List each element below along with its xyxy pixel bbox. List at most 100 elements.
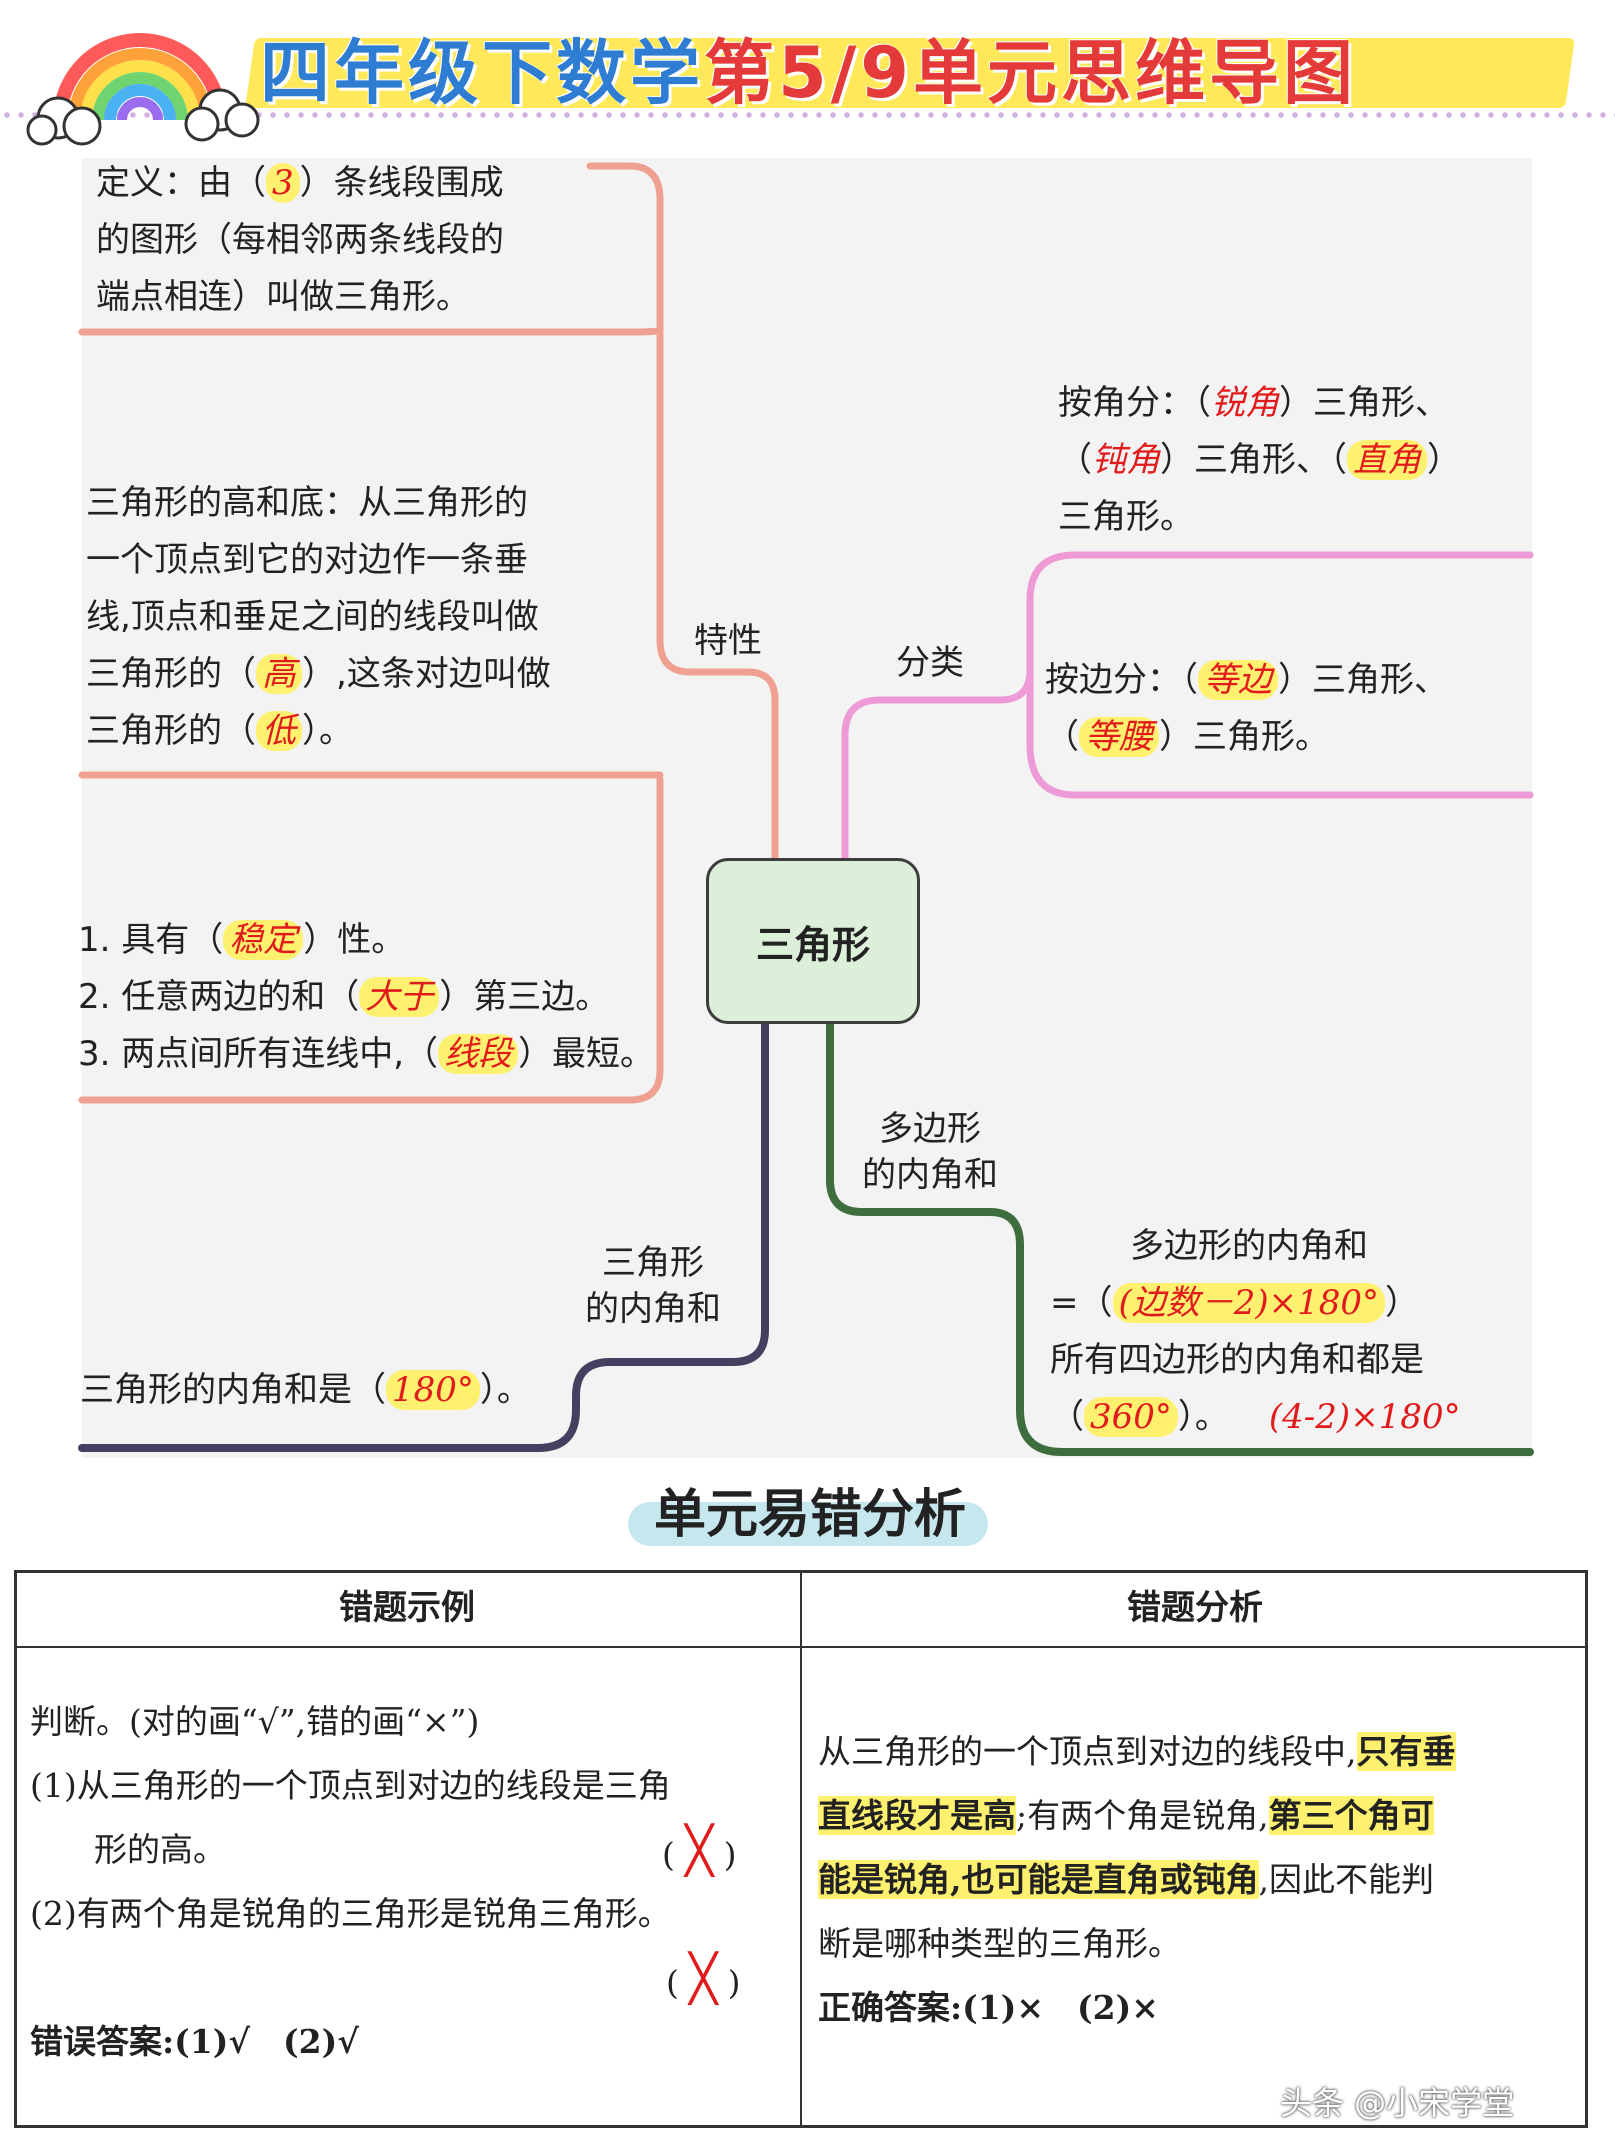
text-line: 多边形的内角和: [1130, 1226, 1368, 1266]
bracket: (: [662, 1835, 675, 1874]
text: 从三角形的一个顶点到对边的线段中,: [818, 1732, 1357, 1771]
table-cell-examples: 判断。(对的画“√”,错的画“×”) (1)从三角形的一个顶点到对边的线段是三角…: [30, 1690, 790, 2074]
text-line: （等腰）三角形。: [1045, 709, 1448, 766]
mindmap-panel: [82, 158, 1532, 1458]
node-triangle-angle-sum: 三角形的内角和是（180°）。: [80, 1362, 531, 1419]
text: ）。: [479, 1370, 531, 1410]
highlight-text: 能是锐角,也可能是直角或钝角: [818, 1860, 1259, 1899]
branch-label-line: 三角形: [602, 1243, 704, 1283]
analysis-line: 从三角形的一个顶点到对边的线段中,只有垂: [818, 1720, 1578, 1784]
text-line: 三角形。: [1058, 497, 1194, 537]
table-header-analysis: 错题分析: [1127, 1588, 1263, 1628]
text: 定义：由（: [96, 163, 266, 203]
node-definition: 定义：由（3）条线段围成 的图形（每相邻两条线段的 端点相连）叫做三角形。: [96, 155, 504, 326]
answer: 大于: [359, 977, 440, 1017]
branch-label-traits: 特性: [694, 621, 762, 661]
answer: 等边: [1198, 660, 1278, 700]
analysis-line: 能是锐角,也可能是直角或钝角,因此不能判: [818, 1848, 1578, 1912]
title-part-grade: 四年级下数学: [260, 32, 704, 114]
analysis-line: 断是哪种类型的三角形。: [818, 1924, 1181, 1963]
answer: 低: [256, 711, 302, 751]
text-line: 一个顶点到它的对边作一条垂: [86, 540, 528, 580]
section-title-highlight: [628, 1502, 988, 1546]
text: ）性。: [303, 920, 406, 960]
answer: 360°: [1084, 1397, 1178, 1437]
text: 三角形的（: [86, 711, 256, 751]
question-1-line-1: (1)从三角形的一个顶点到对边的线段是三角: [30, 1766, 671, 1805]
text: （: [1058, 440, 1092, 480]
text-line: 的图形（每相邻两条线段的: [96, 220, 504, 260]
text-line: 线,顶点和垂足之间的线段叫做: [86, 597, 539, 637]
polygon-sum-connector: [826, 1016, 1534, 1456]
question-1-line-2: 形的高。 ( ╳ ): [30, 1818, 790, 1882]
table-divider-vertical: [800, 1570, 802, 2128]
dotted-divider: [0, 112, 1615, 118]
cross-mark-icon: ╳: [685, 1823, 714, 1877]
text-line: 2. 任意两边的和（大于）第三边。: [78, 969, 654, 1026]
table-divider-horizontal: [14, 1646, 1588, 1648]
branch-label-classify: 分类: [896, 643, 964, 683]
text: ;有两个角是锐角,: [1016, 1796, 1269, 1835]
page-title: 四年级下数学第5/9单元思维导图: [260, 28, 1560, 118]
text: ）最短。: [518, 1034, 655, 1074]
text: 按边分：（: [1045, 660, 1198, 700]
text: ）三角形、: [1279, 383, 1449, 423]
text-line: 三角形的高和底：从三角形的: [86, 483, 528, 523]
text: 1. 具有（: [78, 920, 224, 960]
text-line: =（(边数－2)×180°）: [1050, 1275, 1461, 1332]
text-line: 1. 具有（稳定）性。: [78, 912, 654, 969]
text-line: 3. 两点间所有连线中,（线段）最短。: [78, 1026, 654, 1083]
text-line: 所有四边形的内角和都是: [1050, 1340, 1424, 1380]
text: 形的高。: [94, 1830, 226, 1869]
title-part-unit: 第5/9单元思维导图: [704, 32, 1357, 114]
highlight-text: 只有垂: [1356, 1732, 1456, 1771]
text: 2. 任意两边的和（: [78, 977, 360, 1017]
text: 三角形的（: [86, 654, 256, 694]
correct-answer: 正确答案:(1)× (2)×: [818, 1988, 1159, 2027]
bracket: ): [723, 1835, 737, 1874]
cross-mark-icon: ╳: [689, 1951, 718, 2005]
highlight-text: 直线段才是高: [818, 1796, 1016, 1835]
answer: 3: [266, 163, 300, 203]
text: ）第三边。: [439, 977, 610, 1017]
question-2-line-1: (2)有两个角是锐角的三角形是锐角三角形。: [30, 1894, 671, 1933]
text: 按角分：（: [1058, 383, 1211, 423]
text: ）。: [1177, 1397, 1229, 1437]
text: （: [1050, 1397, 1084, 1437]
text: ）三角形。: [1159, 717, 1329, 757]
answer: 钝角: [1092, 440, 1160, 480]
answer: (边数－2)×180°: [1112, 1283, 1386, 1323]
bracket: ): [727, 1963, 741, 2002]
answer: 线段: [438, 1034, 519, 1074]
text: =（: [1050, 1283, 1113, 1323]
text: （: [1045, 717, 1079, 757]
center-node-triangle: 三角形: [706, 858, 920, 1024]
text: ）: [1385, 1283, 1420, 1323]
rainbow-icon: [26, 33, 260, 146]
text: ）三角形、（: [1160, 440, 1347, 480]
traits-connector: [78, 162, 779, 1104]
branch-label-line: 多边形: [879, 1109, 981, 1149]
text-line: 按角分：（锐角）三角形、: [1058, 375, 1461, 432]
text: ）三角形、: [1278, 660, 1448, 700]
node-properties: 1. 具有（稳定）性。 2. 任意两边的和（大于）第三边。 3. 两点间所有连线…: [78, 912, 654, 1083]
text: 三角形的内角和是（: [80, 1370, 386, 1410]
bracket: (: [666, 1963, 679, 2002]
mindmap-connectors: [78, 162, 1534, 1456]
answer: 稳定: [223, 920, 304, 960]
answer-note: (4-2)×180°: [1268, 1397, 1461, 1437]
node-classify-by-side: 按边分：（等边）三角形、 （等腰）三角形。: [1045, 652, 1448, 766]
node-classify-by-angle: 按角分：（锐角）三角形、 （钝角）三角形、（直角） 三角形。: [1058, 375, 1461, 546]
text-line: （360°）。 (4-2)×180°: [1050, 1389, 1461, 1446]
text: ,因此不能判: [1258, 1860, 1435, 1899]
text-line: （钝角）三角形、（直角）: [1058, 432, 1461, 489]
text: 3. 两点间所有连线中,（: [78, 1034, 439, 1074]
text-line: 三角形的（高）,这条对边叫做: [86, 646, 551, 703]
table-cell-analysis: 从三角形的一个顶点到对边的线段中,只有垂 直线段才是高;有两个角是锐角,第三个角…: [818, 1720, 1578, 2040]
text-line: 定义：由（3）条线段围成: [96, 155, 504, 212]
analysis-line: 直线段才是高;有两个角是锐角,第三个角可: [818, 1784, 1578, 1848]
answer: 高: [256, 654, 302, 694]
text-line: 三角形的内角和是（180°）。: [80, 1362, 531, 1419]
section-title: 单元易错分析: [653, 1485, 966, 1545]
node-polygon-angle-sum: 多边形的内角和 =（(边数－2)×180°） 所有四边形的内角和都是 （360°…: [1050, 1218, 1461, 1446]
